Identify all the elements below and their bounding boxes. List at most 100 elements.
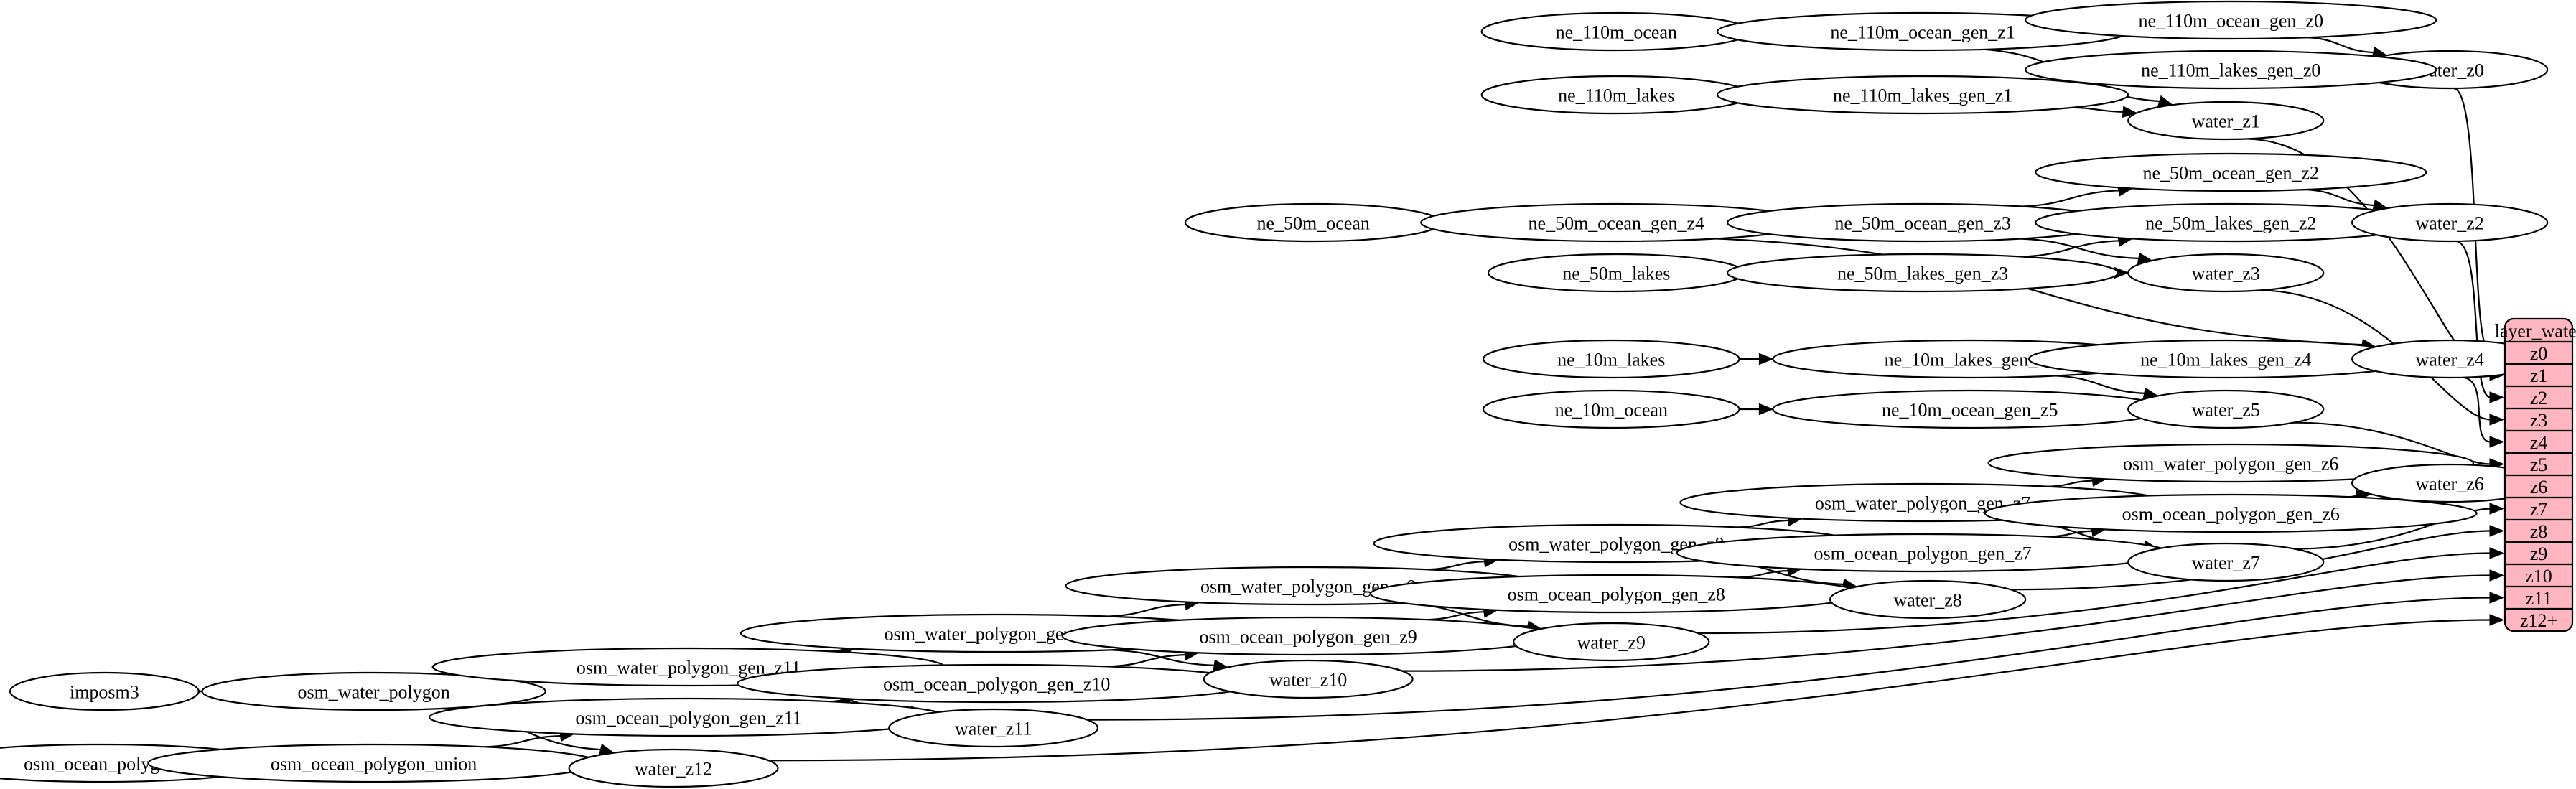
graph-node-ne-50m-ocean-gen-z2[interactable]: ne_50m_ocean_gen_z2 [2035, 152, 2427, 192]
graph-node-osm-ocean-polygon-gen-z7[interactable]: osm_ocean_polygon_gen_z7 [1676, 533, 2170, 573]
node-label: water_z2 [2415, 213, 2483, 234]
node-label: osm_water_polygon_gen_z6 [2123, 454, 2338, 475]
graph-node-osm-water-polygon-gen-z6[interactable]: osm_water_polygon_gen_z6 [1987, 443, 2475, 483]
node-label: water_z12 [635, 759, 712, 780]
graph-edge [1737, 519, 1789, 528]
table-row-z3[interactable]: z3 [2530, 410, 2548, 431]
graph-node-ne-10m-ocean-gen-z5[interactable]: ne_10m_ocean_gen_z5 [1772, 389, 2168, 429]
graph-node-water-z6[interactable]: water_z6 [2351, 463, 2549, 503]
node-label: ne_50m_ocean [1256, 213, 1369, 234]
layer-water-table[interactable]: layer_waterz0z1z2z3z4z5z6z7z8z9z10z11z12… [2495, 317, 2576, 632]
node-ellipse [1513, 622, 1710, 662]
graph-node-water-z3[interactable]: water_z3 [2127, 253, 2325, 293]
table-row-z10[interactable]: z10 [2525, 566, 2552, 587]
graph-node-ne-110m-ocean[interactable]: ne_110m_ocean [1480, 11, 1753, 52]
graph-node-water-z8[interactable]: water_z8 [1829, 579, 2027, 620]
node-label: osm_ocean_polygon_gen_z11 [575, 708, 801, 729]
graph-node-water-z1[interactable]: water_z1 [2127, 101, 2325, 141]
node-ellipse [2127, 101, 2325, 141]
graph-node-ne-50m-ocean-gen-z4[interactable]: ne_50m_ocean_gen_z4 [1420, 202, 1813, 243]
table-row-z8[interactable]: z8 [2530, 521, 2548, 542]
graph-node-ne-110m-lakes-gen-z1[interactable]: ne_110m_lakes_gen_z1 [1716, 75, 2129, 115]
graph-node-ne-110m-lakes-gen-z0[interactable]: ne_110m_lakes_gen_z0 [2025, 50, 2437, 90]
table-row-z4[interactable]: z4 [2530, 432, 2548, 453]
graph-node-ne-50m-lakes[interactable]: ne_50m_lakes [1487, 253, 1745, 293]
graph-node-ne-50m-ocean[interactable]: ne_50m_ocean [1184, 202, 1442, 243]
node-label: osm_ocean_polygon_gen_z7 [1814, 543, 2031, 564]
graph-node-osm-ocean-polygon-gen-z10[interactable]: osm_ocean_polygon_gen_z10 [737, 663, 1257, 704]
edge-arrowhead-icon [2489, 414, 2505, 426]
graph-node-ne-50m-lakes-gen-z2[interactable]: ne_50m_lakes_gen_z2 [2035, 202, 2427, 243]
graph-edge [1427, 561, 1485, 571]
node-label: water_z8 [1893, 590, 1961, 611]
graph-node-water-z7[interactable]: water_z7 [2127, 542, 2325, 582]
graph-node-water-z2[interactable]: water_z2 [2351, 202, 2549, 243]
node-label: ne_50m_ocean_gen_z3 [1834, 213, 2010, 234]
node-label: ne_50m_lakes [1562, 263, 1670, 284]
node-label: ne_50m_ocean_gen_z4 [1529, 213, 1704, 234]
table-row-z11[interactable]: z11 [2526, 588, 2552, 609]
graph-node-water-z11[interactable]: water_z11 [888, 708, 1099, 748]
node-label: water_z9 [1577, 632, 1646, 653]
graph-node-osm-ocean-polygon-gen-z11[interactable]: osm_ocean_polygon_gen_z11 [428, 697, 949, 737]
graph-node-osm-ocean-polygon-gen-z6[interactable]: osm_ocean_polygon_gen_z6 [1984, 493, 2478, 533]
graph-node-osm-water-polygon[interactable]: osm_water_polygon [201, 671, 546, 711]
table-row-z9[interactable]: z9 [2530, 543, 2548, 564]
table-row-z7[interactable]: z7 [2530, 499, 2548, 520]
node-ellipse [2351, 202, 2549, 243]
table-edges-layer [768, 87, 2549, 762]
graph-node-ne-50m-ocean-gen-z3[interactable]: ne_50m_ocean_gen_z3 [1726, 202, 2119, 243]
graph-edge-to-table [2461, 376, 2491, 443]
edge-arrowhead-icon [2489, 525, 2505, 537]
node-label: water_z5 [2192, 400, 2260, 421]
graph-edge [2047, 480, 2094, 487]
table-row-z2[interactable]: z2 [2530, 388, 2548, 408]
graph-node-osm-ocean-polygon-union[interactable]: osm_ocean_polygon_union [147, 743, 600, 783]
node-label: osm_ocean_polygon_union [271, 754, 477, 775]
node-ellipse [1203, 659, 1414, 699]
graph-node-water-z9[interactable]: water_z9 [1513, 622, 1710, 662]
table-row-z5[interactable]: z5 [2530, 454, 2548, 475]
node-label: ne_50m_ocean_gen_z2 [2143, 163, 2319, 184]
graph-node-imposm3[interactable]: imposm3 [9, 671, 200, 711]
graph-edge [2055, 375, 2145, 394]
graph-node-ne-10m-lakes[interactable]: ne_10m_lakes [1482, 339, 1740, 379]
node-ellipse [1716, 75, 2129, 115]
node-ellipse [2025, 50, 2437, 90]
node-label: ne_50m_lakes_gen_z2 [2145, 213, 2316, 234]
table-row-z12plus[interactable]: z12+ [2520, 610, 2557, 631]
node-label: ne_110m_ocean [1556, 22, 1677, 43]
graph-node-water-z10[interactable]: water_z10 [1203, 659, 1414, 699]
node-label: water_z4 [2415, 350, 2483, 370]
node-label: osm_ocean_polygon_gen_z10 [883, 674, 1110, 695]
graph-node-ne-10m-ocean[interactable]: ne_10m_ocean [1482, 389, 1740, 429]
edge-arrowhead-icon [2489, 391, 2505, 403]
graph-edge [2307, 37, 2374, 54]
node-ellipse [2127, 253, 2325, 293]
table-row-z1[interactable]: z1 [2530, 365, 2548, 386]
graph-node-ne-50m-lakes-gen-z3[interactable]: ne_50m_lakes_gen_z3 [1726, 253, 2119, 293]
graph-node-osm-ocean-polygon-gen-z9[interactable]: osm_ocean_polygon_gen_z9 [1061, 616, 1555, 656]
graph-edge [2305, 188, 2375, 207]
node-label: imposm3 [70, 682, 139, 703]
graph-node-ne-110m-lakes[interactable]: ne_110m_lakes [1480, 75, 1753, 115]
table-row-z6[interactable]: z6 [2530, 477, 2548, 498]
table-row-z0[interactable]: z0 [2530, 343, 2548, 364]
graph-node-water-z5[interactable]: water_z5 [2127, 389, 2325, 429]
node-ellipse [2025, 0, 2437, 40]
edge-arrowhead-icon [1758, 353, 1774, 365]
node-ellipse [1987, 443, 2475, 483]
graph-edge-to-table [1401, 574, 2491, 672]
graph-node-water-z12[interactable]: water_z12 [568, 748, 779, 788]
node-ellipse [1726, 253, 2119, 293]
node-ellipse [2127, 389, 2325, 429]
node-ellipse [201, 671, 546, 711]
graph-node-osm-ocean-polygon-gen-z8[interactable]: osm_ocean_polygon_gen_z8 [1369, 574, 1863, 614]
graph-node-ne-110m-ocean-gen-z1[interactable]: ne_110m_ocean_gen_z1 [1716, 11, 2129, 52]
graph-node-ne-110m-ocean-gen-z0[interactable]: ne_110m_ocean_gen_z0 [2025, 0, 2437, 40]
node-ellipse [1482, 389, 1740, 429]
table-title: layer_water [2495, 321, 2576, 342]
